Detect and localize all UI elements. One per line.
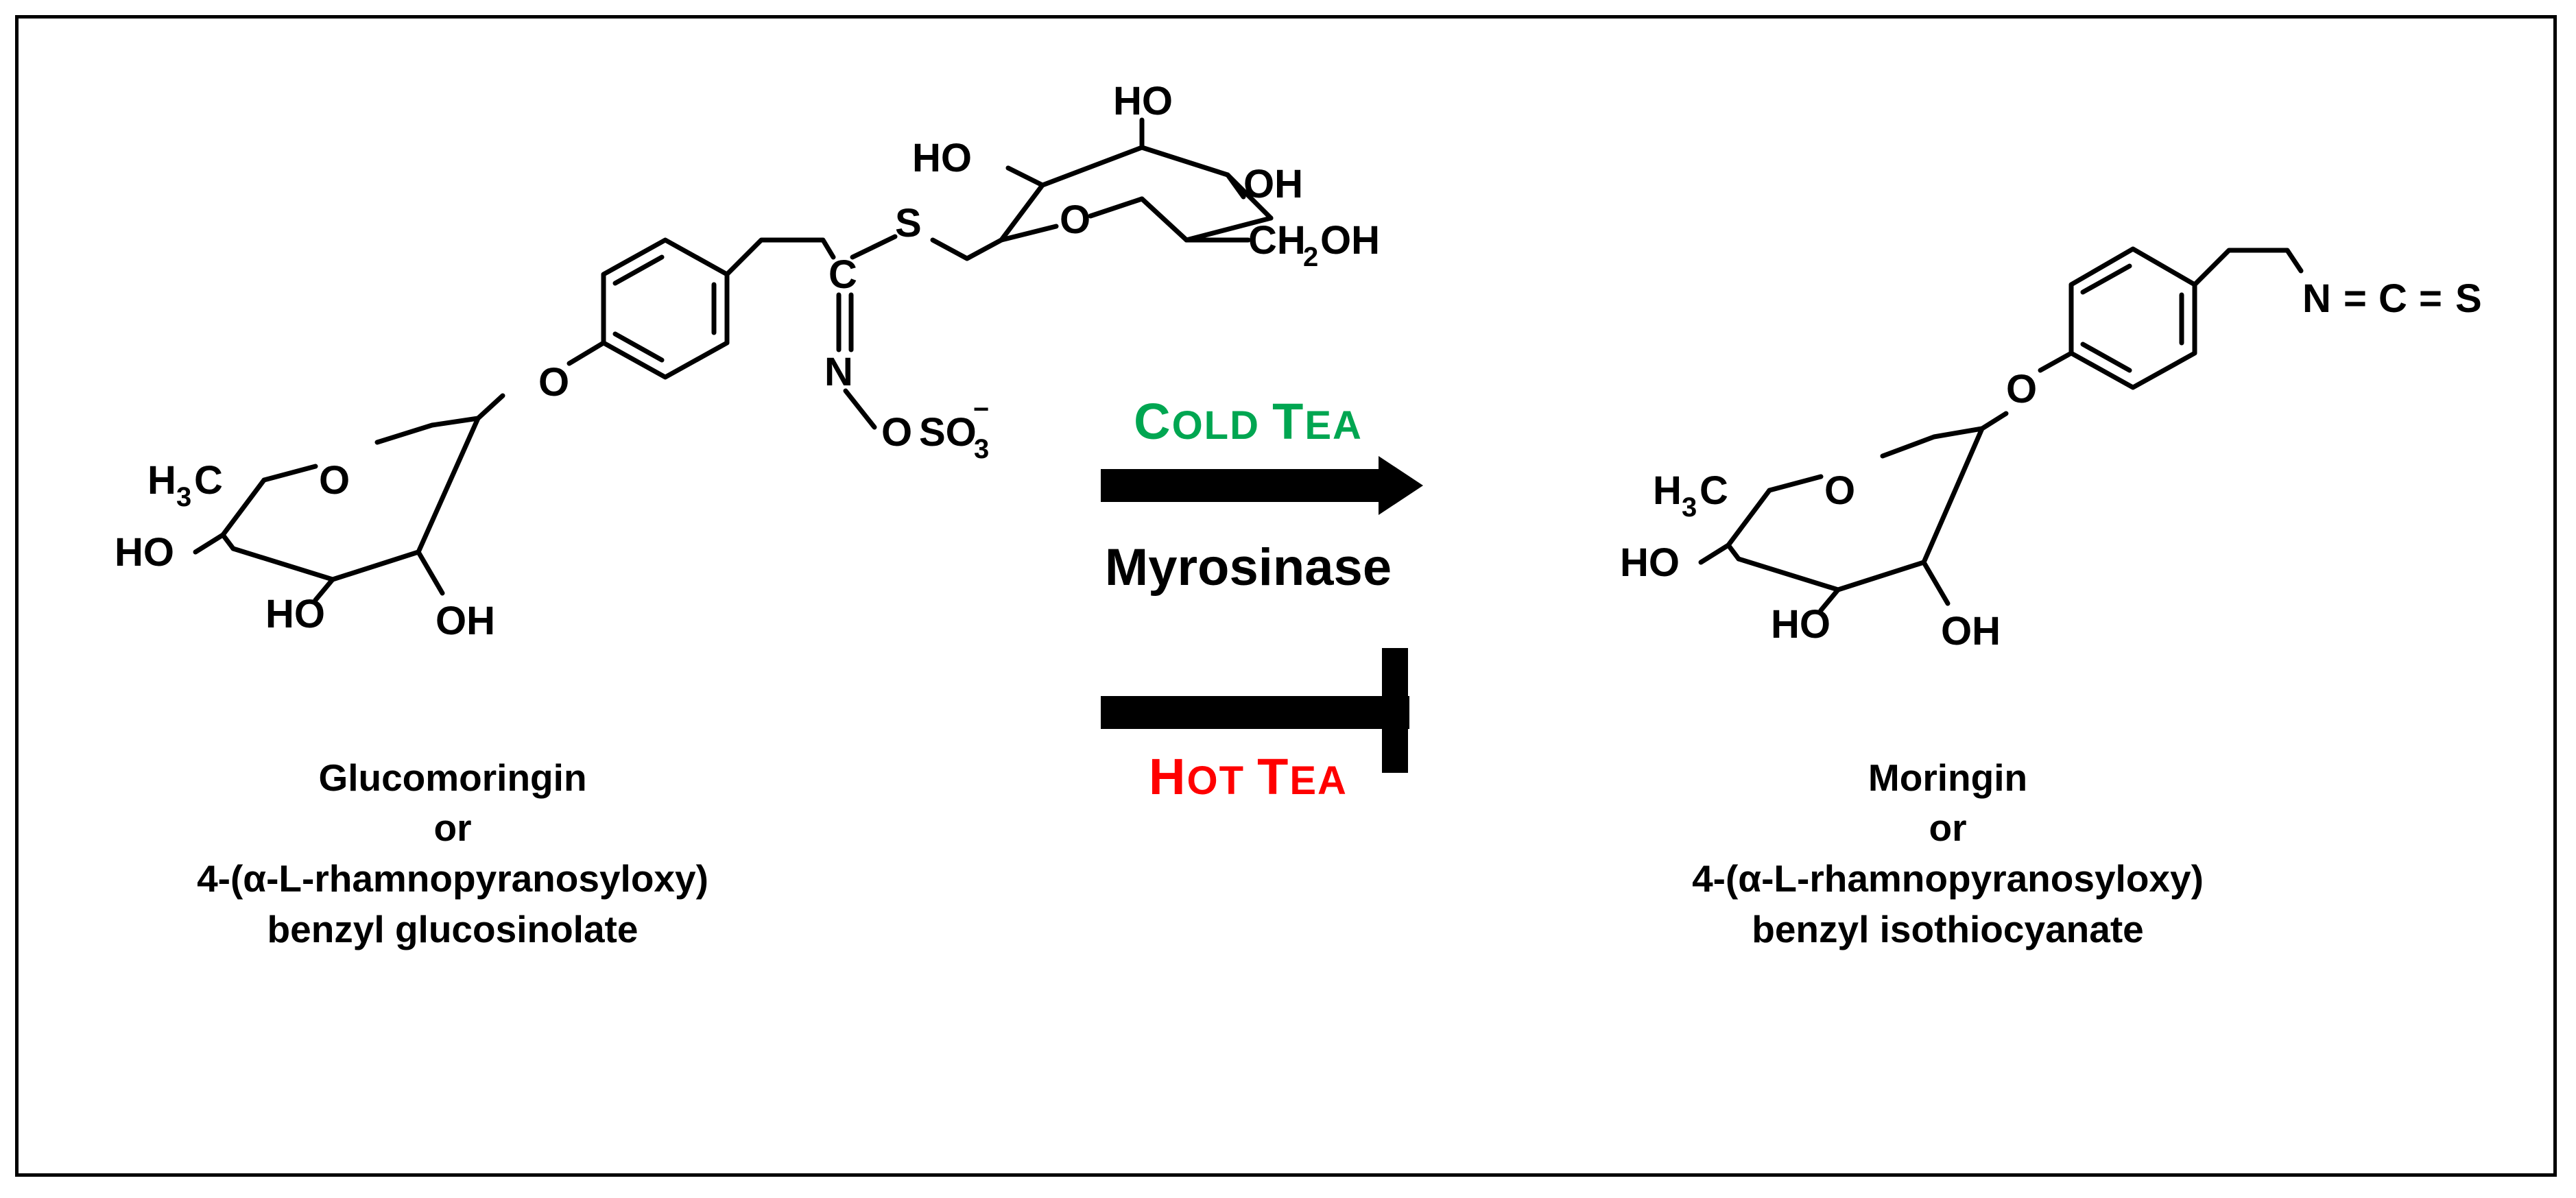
cold-tea-label: COLD TEA <box>1134 393 1363 450</box>
ch2oh-subscript: 2 <box>1303 242 1318 272</box>
reactant-h3c-h: H <box>147 458 176 503</box>
reactant-rhamnose-ring <box>193 416 481 603</box>
c-s-bond <box>850 234 898 260</box>
inhibition-arrow <box>1101 648 1409 773</box>
ch2oh-oh-text: OH <box>1320 218 1380 263</box>
product-caption-line-3: 4-(α-L-rhamnopyranosyloxy) <box>1692 857 2204 900</box>
ch2oh-ch-text: CH <box>1248 218 1306 263</box>
isothiocyanate-group: N = C = S <box>2302 276 2482 321</box>
glucose-ho-c3: HO <box>1113 79 1173 123</box>
product-h3c-sub: 3 <box>1682 492 1697 523</box>
product-o-anomeric-bond <box>1979 411 2009 431</box>
ncs-carbon: C <box>2378 276 2407 321</box>
sulfonate-charge: − <box>973 394 989 424</box>
ncs-sulfur: S <box>2455 276 2482 321</box>
moringin-structure: N = C = S O O H 3 C HO HO OH <box>1620 246 2482 654</box>
thio-sulfur-label: S <box>895 201 922 245</box>
product-rhamnose-ho-middle: HO <box>1771 602 1830 647</box>
product-aryl-o-bond <box>2038 350 2074 373</box>
reactant-o-anomeric-bond <box>475 393 505 421</box>
figure-frame: C N S O SO 3 − O HO HO OH CH 2 OH <box>15 15 2557 1177</box>
reactant-caption-line-3: 4-(α-L-rhamnopyranosyloxy) <box>197 857 708 900</box>
glucose-ch2oh-label: CH 2 OH <box>1248 218 1380 272</box>
glucose-oh-c4: OH <box>1243 162 1303 206</box>
hot-tea-label: HOT TEA <box>1149 748 1348 805</box>
cold-tea-text: COLD TEA <box>1134 393 1363 450</box>
product-ether-oxygen: O <box>2006 367 2037 411</box>
product-rhamnose-ring <box>1698 426 1985 613</box>
product-rhamnose-oh-right: OH <box>1941 609 2001 654</box>
product-rhamnose-ho-left: HO <box>1620 540 1680 585</box>
myrosinase-label: Myrosinase <box>1105 538 1392 597</box>
product-caption-line-1: Moringin <box>1868 756 2027 799</box>
reactant-h3c-label: H 3 C <box>147 458 223 512</box>
glucose-ring-oxygen: O <box>1060 197 1090 242</box>
ncs-eq-2: = <box>2419 276 2442 321</box>
reactant-rhamnose-ho-middle: HO <box>265 592 325 636</box>
reactant-caption-line-1: Glucomoringin <box>318 756 586 799</box>
reactant-benzene-ring <box>601 237 730 380</box>
product-caption-line-2: or <box>1929 806 1967 849</box>
c-n-double-bond <box>836 292 854 352</box>
reactant-caption-line-4: benzyl glucosinolate <box>267 908 639 950</box>
reactant-rhamnose-ring-oxygen: O <box>319 458 350 503</box>
reactant-rhamnose-oh-right: OH <box>436 599 495 643</box>
product-h3c-label: H 3 C <box>1653 468 1728 523</box>
reactant-ether-oxygen: O <box>538 360 569 405</box>
sulfonate-oxygen-label: O <box>881 410 912 455</box>
reactant-rhamnose-ho-left: HO <box>115 530 174 575</box>
hot-tea-text: HOT TEA <box>1149 748 1348 805</box>
reactant-h3c-sub: 3 <box>176 482 191 512</box>
reactant-carbon-label: C <box>828 252 857 297</box>
product-h3c-c: C <box>1700 468 1728 513</box>
s-glucose-bond <box>930 237 1004 261</box>
ncs-eq-1: = <box>2344 276 2367 321</box>
ncs-nitrogen: N <box>2302 276 2331 321</box>
sulfonate-so-text: SO <box>919 410 977 455</box>
reactant-h3c-c: C <box>194 458 223 503</box>
reactant-caption-line-2: or <box>434 806 472 849</box>
n-o-bond <box>843 388 877 430</box>
reactant-ch2-bond <box>724 237 836 277</box>
product-h3c-h: H <box>1653 468 1682 513</box>
reactant-caption: Glucomoringin or 4-(α-L-rhamnopyranosylo… <box>197 756 708 950</box>
glucose-ring <box>999 117 1274 243</box>
product-ch2-bond <box>2192 248 2304 287</box>
forward-arrow <box>1101 456 1423 515</box>
product-benzene-ring <box>2068 246 2197 390</box>
reaction-scheme: C N S O SO 3 − O HO HO OH CH 2 OH <box>115 79 2482 950</box>
glucose-ho-c2: HO <box>912 136 972 180</box>
product-caption: Moringin or 4-(α-L-rhamnopyranosyloxy) b… <box>1692 756 2204 950</box>
product-rhamnose-ring-oxygen: O <box>1824 468 1855 513</box>
glucomoringin-structure: C N S O SO 3 − O HO HO OH CH 2 OH <box>115 79 1380 643</box>
reactant-aryl-o-bond <box>567 340 606 366</box>
sulfonate-label: SO 3 − <box>919 394 989 464</box>
sulfonate-subscript: 3 <box>974 434 989 464</box>
product-caption-line-4: benzyl isothiocyanate <box>1752 908 2144 950</box>
reactant-nitrogen-label: N <box>824 350 853 394</box>
